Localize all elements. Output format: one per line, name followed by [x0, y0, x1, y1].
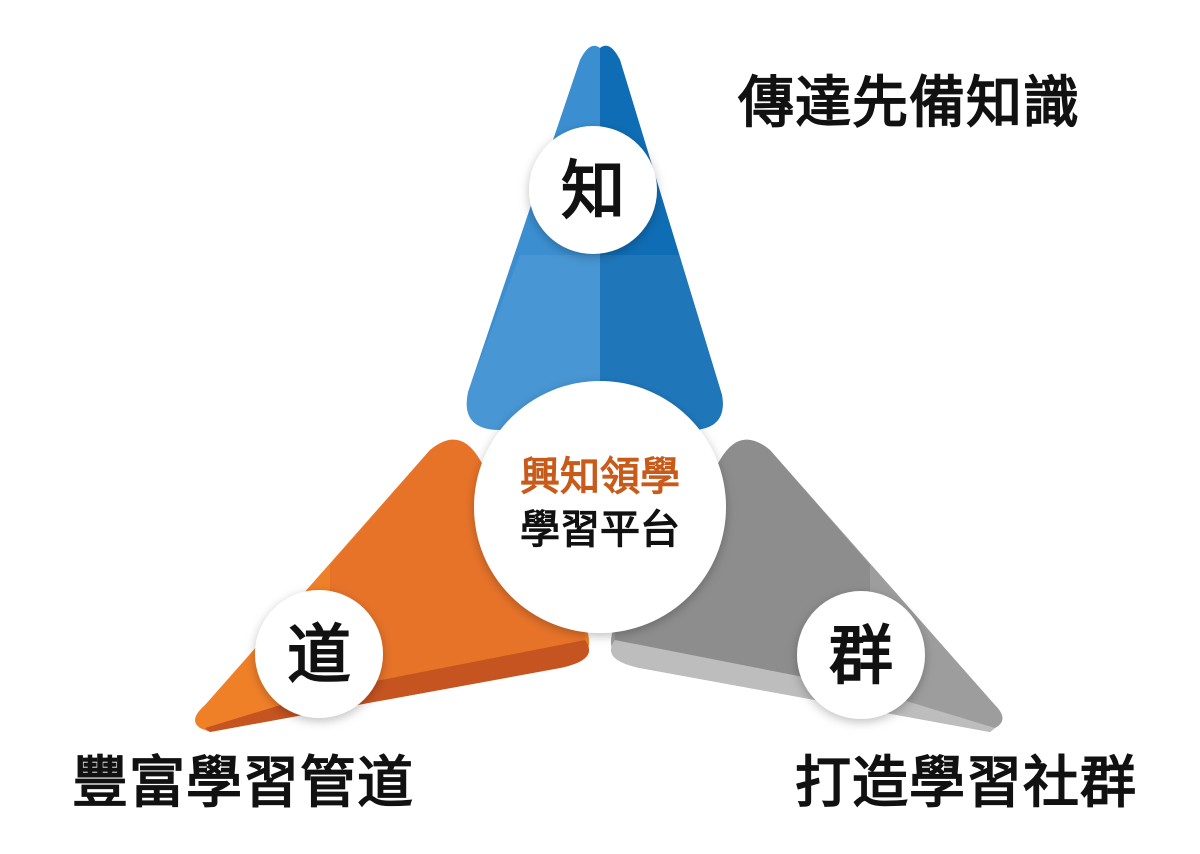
node-char-top: 知 [561, 155, 625, 229]
caption-right: 打造學習社群 [795, 756, 1137, 812]
node-badge-top: 知 [529, 126, 657, 254]
node-badge-left: 道 [255, 590, 383, 718]
center-title-line2: 學習平台 [520, 507, 680, 553]
caption-top: 傳達先備知識 [738, 76, 1080, 132]
caption-left: 豐富學習管道 [72, 756, 414, 812]
node-char-right: 群 [829, 620, 893, 694]
center-hub: 興知領學 學習平台 [474, 381, 726, 633]
center-title-line1: 興知領學 [520, 454, 680, 500]
node-char-left: 道 [287, 619, 351, 693]
node-badge-right: 群 [797, 591, 925, 719]
